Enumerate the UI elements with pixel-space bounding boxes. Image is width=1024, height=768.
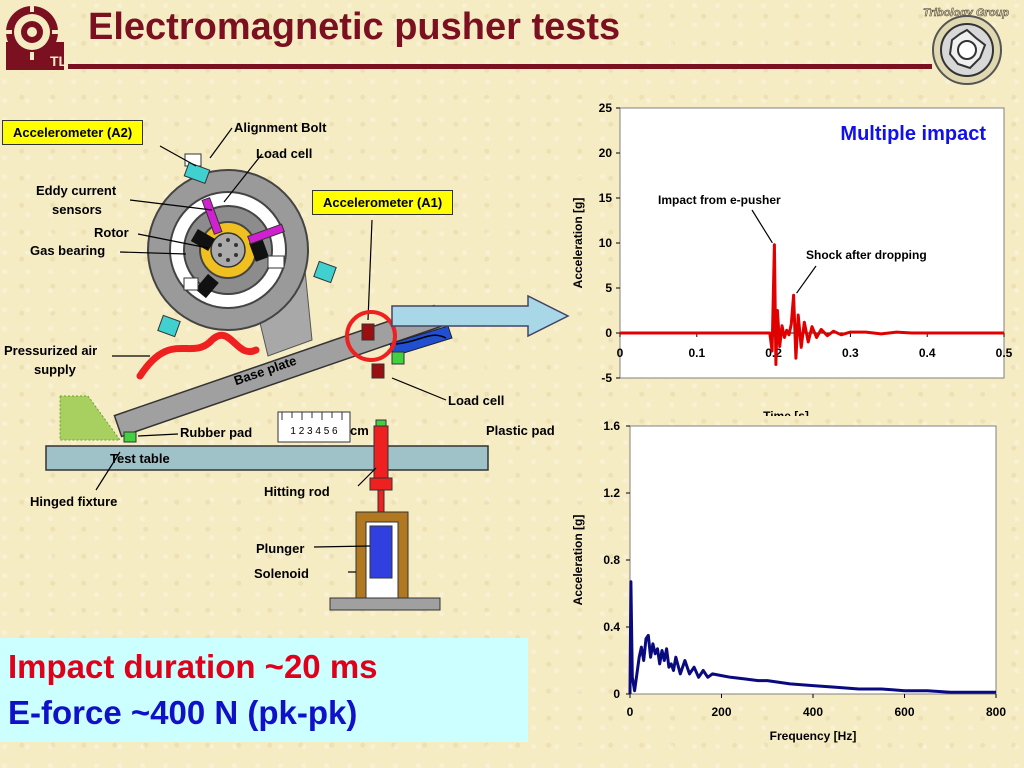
arrow-to-chart bbox=[391, 294, 570, 338]
supply-label: supply bbox=[34, 362, 76, 377]
x-tick-label: 200 bbox=[711, 705, 731, 719]
plastic-pad-label: Plastic pad bbox=[486, 423, 555, 438]
pressurized-air-label: Pressurized air bbox=[4, 343, 98, 358]
x-axis-label: Frequency [Hz] bbox=[770, 729, 857, 743]
spectrum-series-line bbox=[628, 580, 996, 695]
plunger-label: Plunger bbox=[256, 541, 305, 556]
y-axis-label: Acceleration [g] bbox=[571, 198, 585, 289]
ruler-unit: cm bbox=[350, 423, 369, 438]
svg-text:TL: TL bbox=[50, 53, 68, 69]
hinged-fixture-shape bbox=[59, 395, 121, 441]
highlight-circle bbox=[345, 310, 397, 362]
sensors-label: sensors bbox=[52, 202, 102, 217]
rubber-pad-label: Rubber pad bbox=[180, 425, 253, 440]
alignment-bolt-label: Alignment Bolt bbox=[234, 120, 327, 135]
ruler-digits: 1 2 3 4 5 6 bbox=[290, 426, 338, 437]
x-tick-label: 800 bbox=[986, 705, 1006, 719]
frequency-domain-chart: 0 0.4 0.8 1.2 1.6 0 200 400 600 800 Acceleration [… bbox=[571, 419, 1006, 743]
x-axis-label: Time [s] bbox=[763, 409, 809, 416]
y-tick-label: 0 bbox=[613, 687, 620, 701]
x-tick-label: 0.4 bbox=[919, 346, 936, 360]
e-force-text: E-force ~400 N (pk-pk) bbox=[8, 694, 358, 731]
x-tick-label: 0.2 bbox=[765, 346, 782, 360]
time-domain-chart: -5 0 5 10 15 20 25 0 0.1 0.2 0.3 0.4 0.5 Acceleration… bbox=[571, 101, 1013, 416]
slide-title: Electromagnetic pusher tests bbox=[88, 6, 621, 48]
plot-area bbox=[629, 425, 997, 695]
impact-duration-text: Impact duration ~20 ms bbox=[8, 648, 378, 685]
acceleration-series-line bbox=[620, 243, 1004, 366]
test-table-label: Test table bbox=[110, 451, 170, 466]
university-logo: TL bbox=[2, 2, 68, 72]
eddy-current-label: Eddy current bbox=[36, 183, 117, 198]
x-tick-label: 0 bbox=[617, 346, 624, 360]
summary-box: Impact duration ~20 ms E-force ~400 N (p… bbox=[0, 638, 528, 742]
hitting-rod-label: Hitting rod bbox=[264, 484, 330, 499]
x-tick-label: 400 bbox=[803, 705, 823, 719]
y-tick-label: 20 bbox=[599, 146, 613, 160]
load-cell-bottom-label: Load cell bbox=[448, 393, 505, 408]
plot-area bbox=[619, 107, 1005, 379]
y-tick-label: 10 bbox=[599, 236, 613, 250]
plunger-shape bbox=[369, 525, 393, 579]
y-tick-label: 1.2 bbox=[603, 486, 620, 500]
title-underline bbox=[66, 64, 932, 69]
solenoid-label: Solenoid bbox=[254, 566, 309, 581]
annotation-impact-e-pusher: Impact from e-pusher bbox=[658, 193, 781, 207]
tribology-group-logo: Tribology Group bbox=[923, 7, 1010, 85]
y-tick-label: 15 bbox=[599, 191, 613, 205]
y-tick-label: 0.4 bbox=[603, 620, 620, 634]
annotation-arrow-2 bbox=[796, 265, 817, 294]
y-tick-label: -5 bbox=[601, 371, 612, 385]
x-tick-label: 0.5 bbox=[996, 346, 1013, 360]
x-tick-label: 600 bbox=[894, 705, 914, 719]
air-hose bbox=[136, 331, 260, 380]
y-tick-label: 1.6 bbox=[603, 419, 620, 433]
load-cell-top-label: Load cell bbox=[256, 146, 313, 161]
y-tick-label: 5 bbox=[605, 281, 612, 295]
x-tick-label: 0.1 bbox=[688, 346, 705, 360]
y-tick-label: 25 bbox=[599, 101, 613, 115]
x-tick-label: 0.3 bbox=[842, 346, 859, 360]
multiple-impact-annotation: Multiple impact bbox=[840, 123, 986, 145]
apparatus-diagram: 1 2 3 4 5 6 cm bbox=[45, 127, 570, 611]
accelerometer-a2-label: Accelerometer (A2) bbox=[2, 120, 144, 145]
test-table-shape bbox=[45, 445, 489, 471]
solenoid-base bbox=[329, 597, 441, 611]
gas-bearing-label: Gas bearing bbox=[30, 243, 106, 258]
y-tick-label: 0 bbox=[605, 326, 612, 340]
hinged-fixture-label: Hinged fixture bbox=[30, 494, 118, 509]
rotor-label: Rotor bbox=[94, 225, 129, 240]
y-axis-label: Acceleration [g] bbox=[571, 515, 585, 606]
x-tick-label: 0 bbox=[627, 705, 634, 719]
hitting-rod-shape bbox=[373, 425, 389, 479]
annotation-arrow-1 bbox=[751, 209, 773, 244]
accelerometer-a1-label: Accelerometer (A1) bbox=[312, 190, 454, 215]
logo-text: Tribology Group bbox=[923, 7, 1009, 19]
y-tick-label: 0.8 bbox=[603, 553, 620, 567]
annotation-shock-dropping: Shock after dropping bbox=[806, 248, 927, 262]
